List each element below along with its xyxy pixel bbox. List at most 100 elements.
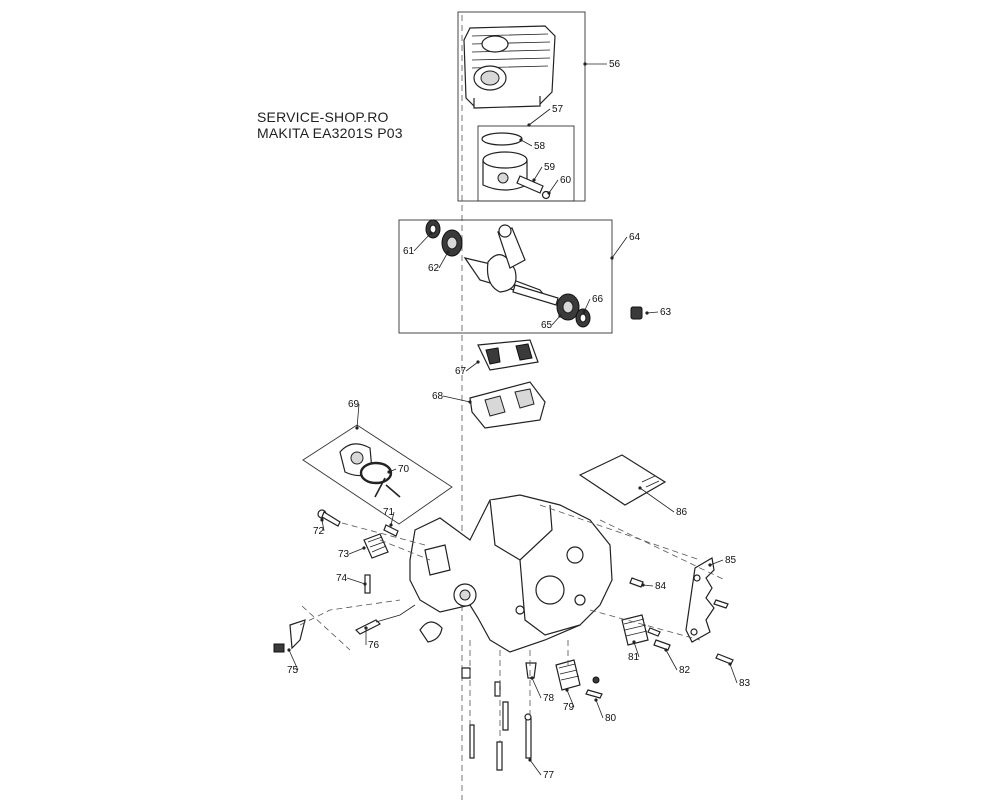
callout-dot-63 <box>645 311 649 315</box>
callout-label-59: 59 <box>544 162 556 173</box>
callout-leader-80 <box>595 699 604 719</box>
oil-seal-right <box>575 308 591 328</box>
callout-leader-79 <box>566 689 575 708</box>
callout-74: 74 <box>336 573 367 586</box>
callout-leader-60 <box>548 179 559 194</box>
callout-leader-68 <box>442 395 471 403</box>
callout-dot-59 <box>532 178 536 182</box>
model-page-title: MAKITA EA3201S P03 <box>257 125 403 141</box>
callout-label-83: 83 <box>739 678 751 689</box>
callout-59: 59 <box>532 162 556 182</box>
callout-label-78: 78 <box>543 693 555 704</box>
callout-leader-69 <box>356 403 360 429</box>
bumper-spike <box>685 557 715 643</box>
callout-dot-78 <box>530 676 534 680</box>
callout-dot-68 <box>468 400 472 404</box>
callout-label-68: 68 <box>432 391 444 402</box>
callout-label-70: 70 <box>398 464 410 475</box>
piston-kit-box <box>477 125 575 202</box>
crankcase-half <box>469 381 546 429</box>
callout-leader-73 <box>348 547 365 555</box>
callout-69: 69 <box>348 399 360 430</box>
callout-leader-85 <box>709 559 724 566</box>
callout-56: 56 <box>583 59 621 70</box>
callout-79: 79 <box>563 688 575 713</box>
callout-57: 57 <box>527 104 564 127</box>
callout-dot-69 <box>355 426 359 430</box>
callout-dot-73 <box>362 546 366 550</box>
guide-line <box>379 539 431 561</box>
callout-label-67: 67 <box>455 366 467 377</box>
bolt-72 <box>317 509 341 527</box>
callout-leader-81 <box>633 641 640 658</box>
callout-label-63: 63 <box>660 307 672 318</box>
cylinder <box>463 25 556 109</box>
callout-dot-60 <box>547 191 551 195</box>
callout-leader-86 <box>639 487 675 513</box>
callout-leader-84 <box>642 584 654 587</box>
callout-leader-67 <box>465 361 479 372</box>
throttle-lever <box>273 619 306 653</box>
callout-81: 81 <box>628 640 640 663</box>
callout-label-73: 73 <box>338 549 350 560</box>
guide-line <box>299 599 401 626</box>
callout-65: 65 <box>541 314 562 331</box>
callout-dot-82 <box>664 648 668 652</box>
callout-leader-65 <box>551 315 561 326</box>
oil-hose <box>374 477 401 498</box>
callout-dot-56 <box>583 62 587 66</box>
callout-leader-74 <box>346 577 366 585</box>
callout-label-61: 61 <box>403 246 415 257</box>
callout-71: 71 <box>383 507 395 527</box>
callout-leader-71 <box>390 511 395 526</box>
callout-84: 84 <box>641 581 667 592</box>
crankcase-gasket <box>477 339 539 371</box>
oil-seal-left <box>425 219 441 239</box>
callout-label-85: 85 <box>725 555 737 566</box>
spring-81 <box>621 614 649 646</box>
callout-73: 73 <box>338 546 366 560</box>
callout-leader-62 <box>438 251 449 269</box>
bottom-bolts <box>461 667 532 771</box>
needle-cage <box>630 306 643 320</box>
callout-label-82: 82 <box>679 665 691 676</box>
callout-dot-70 <box>387 470 391 474</box>
callout-label-60: 60 <box>560 175 572 186</box>
callout-62: 62 <box>428 250 450 274</box>
piston-ring <box>481 132 523 146</box>
callout-64: 64 <box>610 232 641 260</box>
callout-76: 76 <box>364 626 380 651</box>
callout-label-64: 64 <box>629 232 641 243</box>
callout-67: 67 <box>455 360 480 377</box>
callout-leader-57 <box>528 108 551 126</box>
callout-dot-71 <box>389 523 393 527</box>
callout-label-62: 62 <box>428 263 440 274</box>
callout-78: 78 <box>530 676 555 704</box>
callout-leader-83 <box>729 663 738 684</box>
callout-dot-81 <box>632 640 636 644</box>
callout-label-84: 84 <box>655 581 667 592</box>
callout-label-79: 79 <box>563 702 575 713</box>
crankcase-housing <box>409 494 613 653</box>
callout-label-86: 86 <box>676 507 688 518</box>
callout-dot-74 <box>363 582 367 586</box>
callout-label-81: 81 <box>628 652 640 663</box>
bearing-left <box>441 229 463 257</box>
callout-leader-75 <box>288 649 299 671</box>
o-ring <box>359 461 393 485</box>
callout-dot-65 <box>558 314 562 318</box>
shop-title: SERVICE-SHOP.RO <box>257 109 389 125</box>
guide-line <box>589 609 701 641</box>
callout-dot-61 <box>429 231 433 235</box>
callout-dot-72 <box>320 518 324 522</box>
callout-label-56: 56 <box>609 59 621 70</box>
callout-dot-58 <box>519 138 523 142</box>
callout-label-72: 72 <box>313 526 325 537</box>
callout-dot-79 <box>565 688 569 692</box>
bolt-84 <box>629 577 644 588</box>
primer-bulb <box>419 621 443 643</box>
filter-plate <box>578 454 667 506</box>
callout-label-71: 71 <box>383 507 395 518</box>
callouts: 5657585960616263646566676869707172737475… <box>287 59 751 781</box>
collar-78 <box>525 662 537 679</box>
